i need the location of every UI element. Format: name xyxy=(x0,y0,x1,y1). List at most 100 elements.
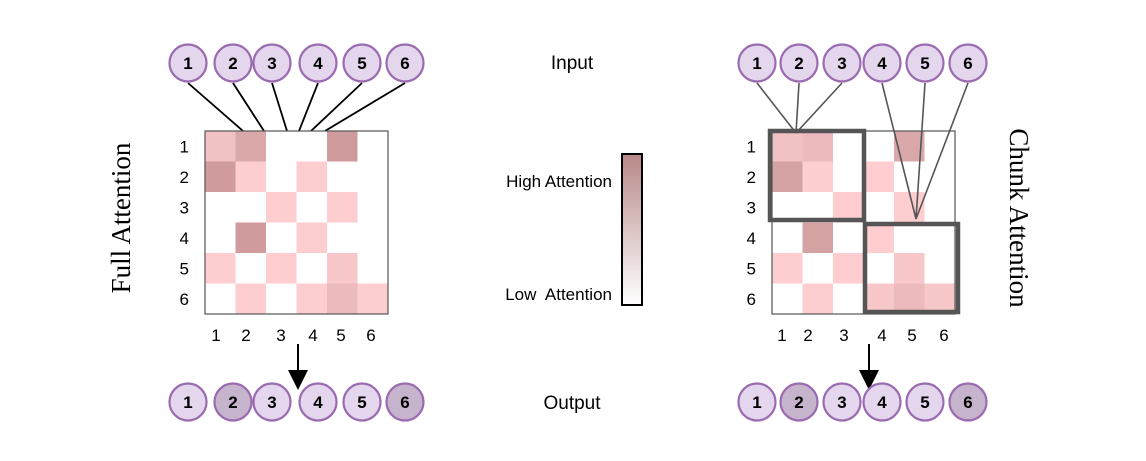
attention-cell xyxy=(924,192,955,223)
chunk-input-connections xyxy=(756,82,969,220)
attention-cell xyxy=(205,131,236,162)
attention-cell xyxy=(802,253,833,284)
row-label: 6 xyxy=(747,290,756,309)
legend-high-label: High Attention xyxy=(506,172,612,191)
attention-cell xyxy=(296,253,327,284)
attention-cell xyxy=(894,283,925,314)
attention-cell xyxy=(296,192,327,223)
legend: High Attention Low Attention xyxy=(505,153,643,306)
token-label: 3 xyxy=(837,54,846,73)
connection-line xyxy=(756,82,797,134)
column-label: 2 xyxy=(241,326,250,345)
attention-cell xyxy=(205,192,236,223)
token-node xyxy=(737,43,777,83)
token-label: 3 xyxy=(837,393,846,412)
connection-line xyxy=(271,82,288,132)
chunk-attention-matrix xyxy=(771,130,956,315)
column-label: 6 xyxy=(939,326,948,345)
row-label: 3 xyxy=(180,198,189,217)
attention-cell xyxy=(863,192,894,223)
full-input-connections xyxy=(187,82,406,132)
token-node xyxy=(252,382,292,422)
matrix-border xyxy=(204,130,389,315)
attention-cell xyxy=(863,131,894,162)
token-node xyxy=(905,382,945,422)
attention-cell xyxy=(235,222,266,253)
token-label: 6 xyxy=(400,393,409,412)
token-node xyxy=(385,43,425,83)
token-node xyxy=(385,382,425,422)
chunk-box-2 xyxy=(862,221,961,315)
row-label: 5 xyxy=(180,259,189,278)
token-node xyxy=(213,43,253,83)
attention-cell xyxy=(235,253,266,284)
attention-cell xyxy=(235,192,266,223)
attention-cell xyxy=(266,192,297,223)
attention-cell xyxy=(205,222,236,253)
token-node xyxy=(342,382,382,422)
attention-cell xyxy=(205,161,236,192)
token-node xyxy=(298,382,338,422)
attention-cell xyxy=(924,161,955,192)
token-node xyxy=(779,43,819,83)
attention-cell xyxy=(327,192,358,223)
column-label: 2 xyxy=(803,326,812,345)
token-label: 6 xyxy=(963,393,972,412)
attention-cell xyxy=(772,253,803,284)
row-label: 2 xyxy=(180,168,189,187)
attention-cell xyxy=(296,131,327,162)
attention-cell xyxy=(266,283,297,314)
column-label: 3 xyxy=(276,326,285,345)
column-label: 4 xyxy=(308,326,317,345)
token-node xyxy=(948,382,988,422)
token-label: 5 xyxy=(920,393,929,412)
attention-cell xyxy=(894,222,925,253)
token-label: 1 xyxy=(183,54,192,73)
attention-cell xyxy=(833,283,864,314)
attention-cell xyxy=(802,283,833,314)
connection-line xyxy=(915,82,969,220)
attention-cell xyxy=(205,253,236,284)
column-label: 3 xyxy=(839,326,848,345)
attention-cell xyxy=(924,253,955,284)
chunk-boundaries xyxy=(767,128,961,315)
attention-cell xyxy=(296,161,327,192)
input-label: Input xyxy=(551,53,594,74)
token-label: 4 xyxy=(877,393,887,412)
row-label: 1 xyxy=(180,137,189,156)
token-node xyxy=(168,43,208,83)
column-label: 4 xyxy=(877,326,886,345)
token-node xyxy=(168,382,208,422)
attention-cell xyxy=(266,131,297,162)
token-label: 1 xyxy=(183,393,192,412)
connection-line xyxy=(298,82,319,132)
connection-line xyxy=(795,82,800,134)
column-label: 5 xyxy=(336,326,345,345)
token-node xyxy=(779,382,819,422)
attention-cell xyxy=(357,222,388,253)
token-label: 1 xyxy=(752,54,761,73)
attention-cell xyxy=(327,253,358,284)
attention-cell xyxy=(833,222,864,253)
connection-line xyxy=(310,82,363,132)
token-node xyxy=(252,43,292,83)
attention-cell xyxy=(802,222,833,253)
attention-cell xyxy=(266,222,297,253)
token-node xyxy=(862,43,902,83)
attention-cell xyxy=(833,131,864,162)
column-label: 6 xyxy=(366,326,375,345)
token-label: 5 xyxy=(357,393,366,412)
row-label: 2 xyxy=(747,168,756,187)
column-label: 5 xyxy=(907,326,916,345)
attention-cell xyxy=(357,161,388,192)
row-label: 6 xyxy=(180,290,189,309)
output-label: Output xyxy=(543,393,601,414)
token-label: 2 xyxy=(228,393,237,412)
token-node xyxy=(342,43,382,83)
attention-cell xyxy=(924,222,955,253)
attention-cell xyxy=(266,253,297,284)
token-node xyxy=(948,43,988,83)
token-node xyxy=(862,382,902,422)
